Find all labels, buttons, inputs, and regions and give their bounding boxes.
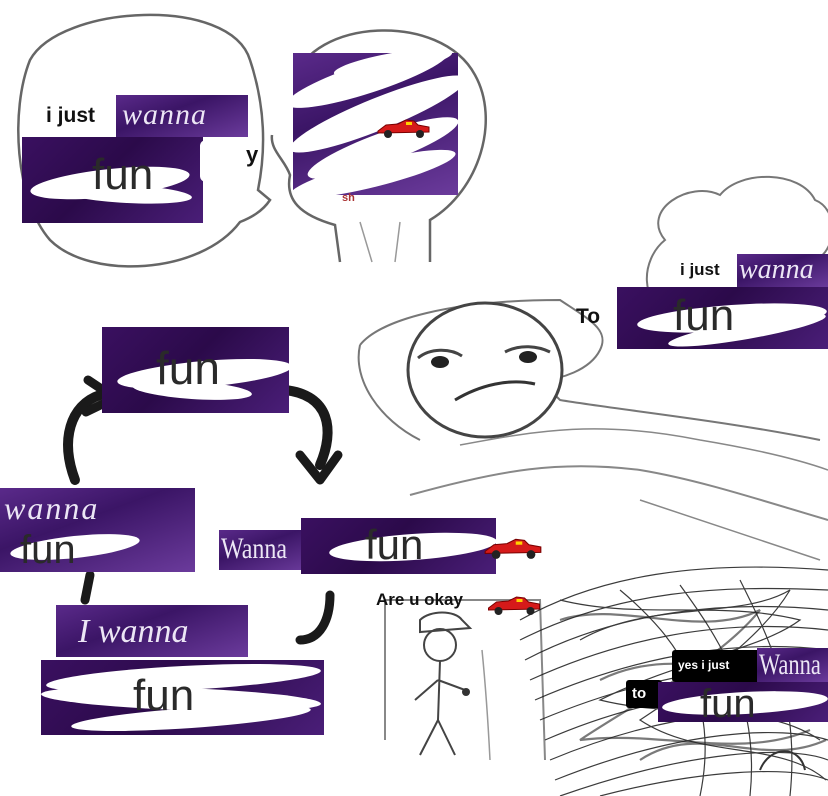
red-race-car-icon: [482, 536, 544, 560]
white-scribble: [200, 140, 242, 182]
mouth: [454, 380, 536, 402]
to-label-bottom: to: [632, 685, 647, 702]
wanna-box-center: Wanna: [219, 530, 311, 570]
are-u-okay-label: Are u okay: [376, 590, 463, 609]
i-just-label-right: i just: [680, 260, 720, 279]
scribble-figure-head: [759, 750, 806, 771]
visitor-body: [414, 660, 466, 756]
fun-box-bottom: fun: [41, 660, 324, 735]
blanket-line-1: [409, 465, 828, 521]
visitor-head: [423, 628, 457, 662]
fun-text-bottom-right: fun: [700, 682, 756, 722]
to-badge-bottom: to: [626, 680, 662, 708]
listener-thought-box: [293, 53, 458, 195]
fun-box-bottom-right: fun: [658, 682, 828, 722]
stamp-partial-label: sh: [342, 192, 355, 204]
i-wanna-box: I wanna: [56, 605, 248, 657]
fun-text-right: fun: [673, 291, 735, 340]
fun-text-left: fun: [20, 528, 76, 572]
cycle-arrowhead-down: [295, 450, 343, 485]
wanna-box-bottom-right: Wanna: [757, 648, 828, 682]
listener-neck-lines: [359, 221, 401, 263]
fun-box-center: fun: [301, 518, 496, 574]
y-partial-label: y: [246, 142, 259, 167]
fun-text-bottom: fun: [133, 671, 195, 720]
wanna-text-bottom-right: Wanna: [759, 648, 821, 681]
cycle-arrow-left-stub: [80, 570, 95, 605]
fun-text-top: fun: [92, 150, 154, 199]
right-eyebrow: [504, 345, 551, 354]
wanna-text-right: wanna: [739, 254, 814, 285]
wanna-box-top: wanna: [116, 95, 248, 137]
fun-text-center: fun: [365, 521, 424, 568]
right-eye: [519, 351, 537, 363]
door-edge: [481, 649, 491, 761]
wanna-text-left: wanna: [4, 490, 100, 526]
blanket-line-3: [639, 499, 821, 561]
cycle-arrow-bottom-stub: [295, 590, 335, 645]
i-just-label-top: i just: [46, 104, 96, 127]
visitor-hat: [419, 611, 473, 634]
fun-box-right: fun: [617, 287, 828, 349]
wanna-text-center: Wanna: [221, 532, 288, 565]
red-race-car-icon: [376, 117, 431, 139]
blanket-line-2: [459, 428, 828, 471]
yes-i-just-label: yes i just: [678, 658, 730, 672]
to-label-right: To: [576, 305, 601, 328]
pillow-left-edge: [357, 344, 421, 441]
red-race-car-icon: [485, 594, 543, 616]
left-eyebrow: [417, 348, 463, 360]
cycle-arrow-up: [63, 390, 105, 485]
door-frame: [384, 599, 546, 761]
listener-head-outline: [270, 29, 488, 263]
visitor-hand-object: [462, 688, 470, 696]
fun-box-mid: fun: [102, 327, 289, 413]
wanna-box-right: wanna: [737, 254, 828, 288]
wanna-text-top: wanna: [122, 98, 208, 131]
cycle-arrow-down: [280, 385, 333, 470]
person-face: [406, 301, 564, 439]
wanna-fun-box-left: wanna fun: [0, 488, 195, 572]
left-eye: [431, 356, 449, 368]
fun-box-top: fun: [22, 137, 203, 223]
fun-text-mid: fun: [156, 342, 220, 394]
pillow-outline: [359, 298, 821, 441]
i-wanna-text: I wanna: [78, 613, 189, 650]
